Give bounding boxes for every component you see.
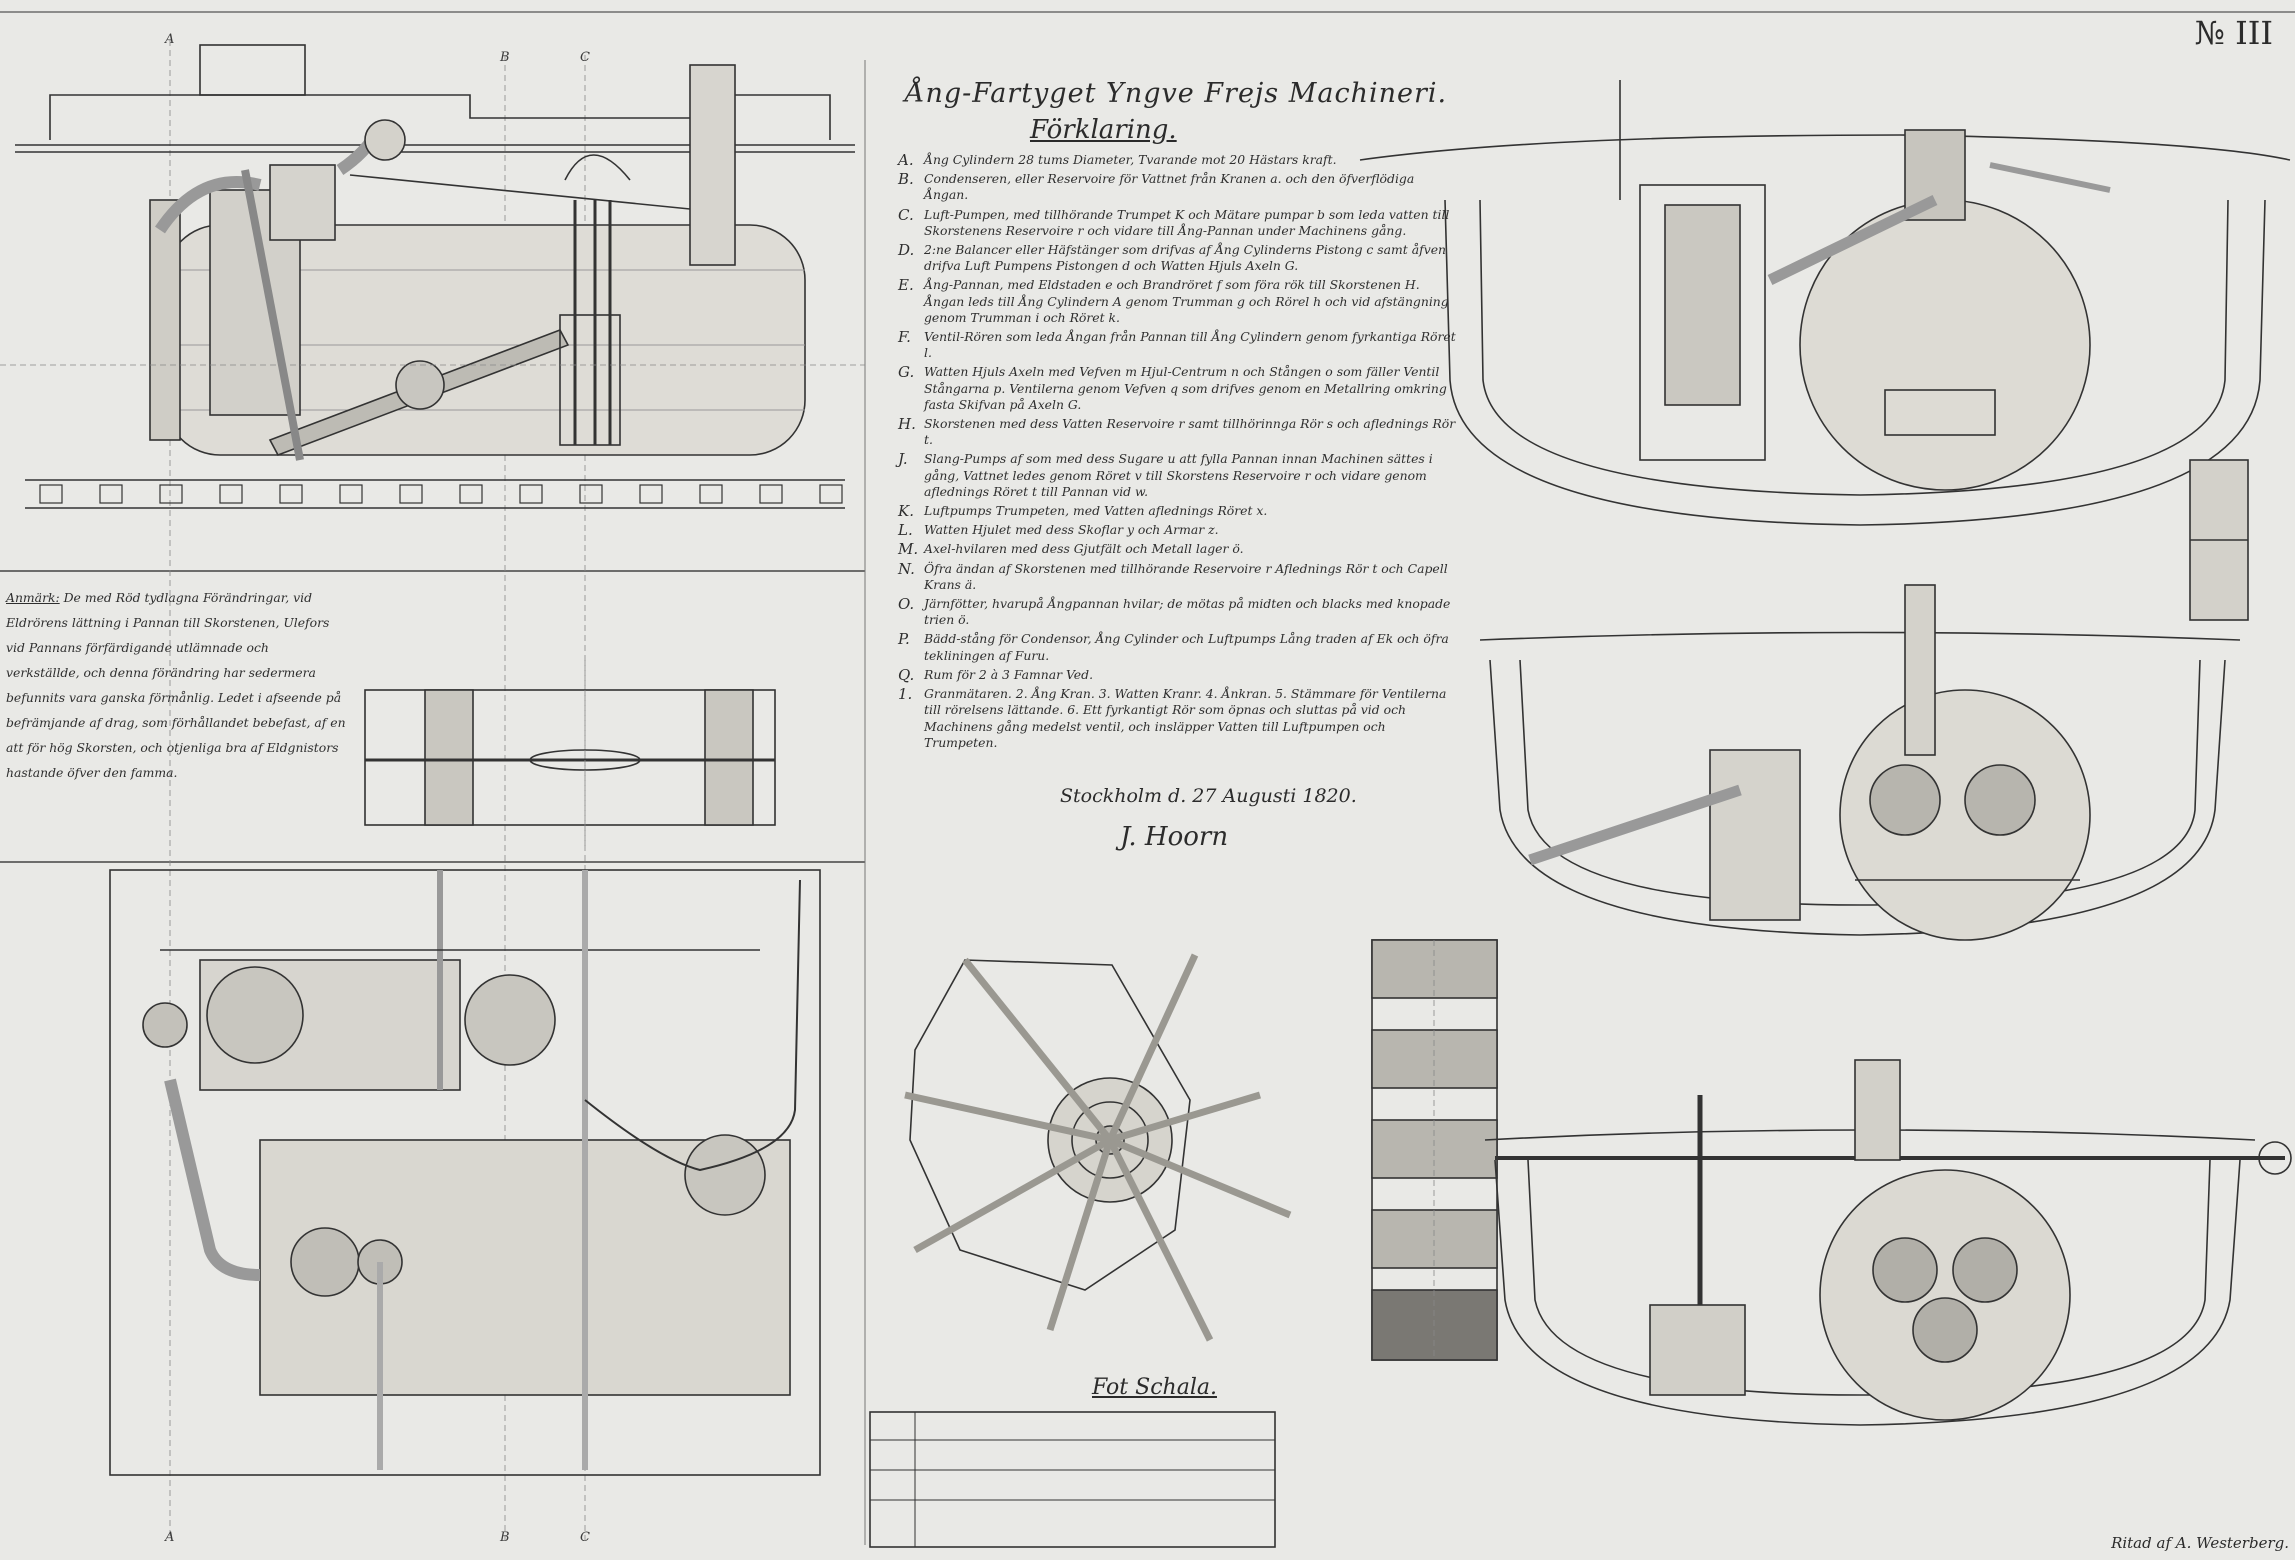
legend-item: O. Järnfötter, hvarupå Ångpannan hvilar; …: [898, 596, 1458, 628]
legend-text: Bädd-stång för Condensor, Ång Cylinder o…: [924, 631, 1449, 663]
legend-key: M.: [898, 540, 919, 559]
legend-item: L. Watten Hjulet med dess Skoflar y och A…: [898, 522, 1458, 538]
legend-key: P.: [898, 630, 910, 649]
legend-key: O.: [898, 595, 915, 614]
legend-item: C. Luft-Pumpen, med tillhörande Trumpet K…: [898, 205, 1458, 239]
remark-note: Anmärk: De med Röd tydlagna Förändringar…: [6, 585, 346, 785]
remark-lead: Anmärk:: [6, 590, 60, 605]
legend-text: Skorstenen med dess Vatten Reservoire r …: [924, 416, 1456, 448]
legend-text: Slang-Pumps af som med dess Sugare u att…: [924, 451, 1433, 499]
legend-text: Rum för 2 à 3 Famnar Ved.: [924, 666, 1094, 682]
legend-list: A. Ång Cylindern 28 tums Diameter, Tvaran…: [898, 152, 1458, 754]
scale-title: Fot Schala.: [1092, 1375, 1217, 1400]
signature: J. Hoorn: [1120, 822, 1229, 852]
plan-view: [109, 869, 821, 1476]
legend-item: M. Axel-hvilaren med dess Gjutfält och Me…: [898, 541, 1458, 557]
legend-item: B. Condenseren, eller Reservoire för Vatt…: [898, 171, 1458, 203]
legend-item: J. Slang-Pumps af som med dess Sugare u a…: [898, 451, 1458, 500]
remark-text: De med Röd tydlagna Förändringar, vid El…: [6, 590, 346, 780]
legend-key: E.: [898, 276, 914, 295]
legend-text: Ång Cylindern 28 tums Diameter, Tvarande…: [924, 152, 1337, 167]
legend-key: C.: [898, 205, 914, 224]
legend-key: N.: [898, 559, 915, 578]
section-letter: B: [500, 50, 510, 65]
funnel-detail: [2189, 459, 2249, 621]
legend-text: Luft-Pumpen, med tillhörande Trumpet K o…: [924, 206, 1450, 238]
section-letter: C: [580, 50, 590, 65]
legend-key: L.: [898, 521, 913, 540]
legend-text: Ventil-Rören som leda Ångan från Pannan …: [924, 329, 1456, 361]
shaft-detail: [364, 660, 776, 850]
longitudinal-section: [0, 40, 865, 1540]
sheet-frame: [0, 11, 2295, 1545]
cross-section-bottom: [1484, 1059, 2292, 1426]
legend-text: Axel-hvilaren med dess Gjutfält och Meta…: [924, 541, 1244, 557]
section-letter: B: [500, 1530, 510, 1545]
legend-text: Watten Hjuls Axeln med Vefven m Hjul-Cen…: [924, 364, 1447, 412]
legend-key: K.: [898, 502, 914, 521]
scale-bar: [869, 1411, 1276, 1548]
legend-item: D. 2:ne Balancer eller Häfstänger som dri…: [898, 242, 1458, 274]
plate-number: № III: [2194, 14, 2273, 52]
legend-text: Granmätaren. 2. Ång Kran. 3. Watten Kran…: [924, 686, 1447, 750]
legend-text: Luftpumps Trumpeten, med Vatten aflednin…: [924, 503, 1268, 519]
legend-item: P. Bädd-stång för Condensor, Ång Cylinder…: [898, 631, 1458, 663]
legend-heading: Förklaring.: [1030, 115, 1177, 145]
cross-section-top: [1359, 80, 2291, 526]
date-line: Stockholm d. 27 Augusti 1820.: [1060, 785, 1357, 807]
legend-item: K. Luftpumps Trumpeten, med Vatten afledn…: [898, 503, 1458, 519]
legend-text: Öfra ändan af Skorstenen med tillhörande…: [924, 560, 1448, 592]
legend-item: H. Skorstenen med dess Vatten Reservoire …: [898, 416, 1458, 448]
legend-item: G. Watten Hjuls Axeln med Vefven m Hjul-C…: [898, 364, 1458, 413]
draughtsman-credit: Ritad af A. Westerberg.: [2111, 1534, 2289, 1552]
legend-text: Ång-Pannan, med Eldstaden e och Brandrör…: [924, 277, 1449, 325]
drawing-title: Ång-Fartyget Yngve Frejs Machineri.: [905, 78, 1448, 109]
legend-key: Q.: [898, 665, 915, 684]
legend-key: D.: [898, 241, 915, 260]
legend-key: J.: [898, 450, 908, 469]
legend-text: Condenseren, eller Reservoire för Vattne…: [924, 171, 1415, 203]
legend-item: A. Ång Cylindern 28 tums Diameter, Tvaran…: [898, 152, 1458, 168]
legend-item: 1. Granmätaren. 2. Ång Kran. 3. Watten Kr…: [898, 686, 1458, 751]
legend-key: 1.: [898, 685, 913, 704]
legend-item: F. Ventil-Rören som leda Ångan från Panna…: [898, 329, 1458, 361]
section-letter: A: [165, 32, 175, 47]
legend-item: E. Ång-Pannan, med Eldstaden e och Brandr…: [898, 277, 1458, 326]
cross-section-middle: [1479, 584, 2241, 941]
legend-key: G.: [898, 363, 915, 382]
legend-key: A.: [898, 151, 914, 169]
legend-item: Q. Rum för 2 à 3 Famnar Ved.: [898, 667, 1458, 683]
legend-key: H.: [898, 415, 916, 434]
legend-text: 2:ne Balancer eller Häfstänger som drifv…: [924, 242, 1447, 274]
legend-item: N. Öfra ändan af Skorstenen med tillhöran…: [898, 559, 1458, 593]
section-letter: C: [580, 1530, 590, 1545]
legend-key: F.: [898, 328, 911, 347]
paddle-wheel: [904, 953, 1292, 1342]
legend-text: Järnfötter, hvarupå Ångpannan hvilar; de…: [924, 596, 1451, 628]
section-letter: A: [165, 1530, 175, 1545]
legend-text: Watten Hjulet med dess Skoflar y och Arm…: [924, 522, 1219, 538]
paddle-box-section: [1371, 939, 1498, 1361]
legend-key: B.: [898, 170, 914, 189]
